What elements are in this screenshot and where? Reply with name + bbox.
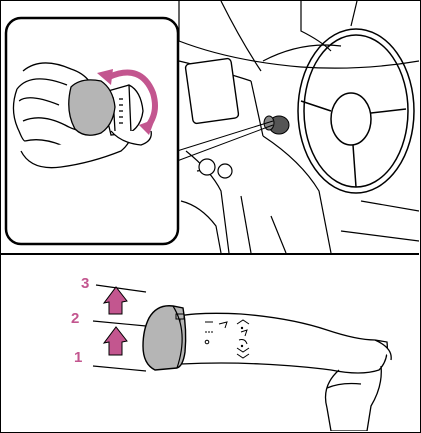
wiper-lever-illustration: 3 2 1: [1, 256, 419, 431]
up-arrow-icon: [104, 287, 127, 355]
wiper-stalk-location-icon: [264, 116, 289, 134]
left-vent-icon: [199, 159, 215, 175]
cluster-hood: [263, 45, 341, 61]
step-label-2: 2: [71, 310, 79, 327]
dashboard-illustration: [1, 1, 419, 255]
rotary-knob-icon: [69, 80, 115, 135]
center-display-icon: [185, 58, 239, 124]
wiper-lever-drawing: 3 2 1: [1, 256, 419, 431]
steering-wheel-icon: [298, 29, 414, 193]
wiper-lever-icon: [179, 313, 391, 431]
dashboard-drawing: [1, 1, 419, 253]
step-label-1: 1: [74, 349, 82, 366]
step-label-3: 3: [81, 275, 89, 292]
right-vent-icon: [218, 164, 232, 178]
